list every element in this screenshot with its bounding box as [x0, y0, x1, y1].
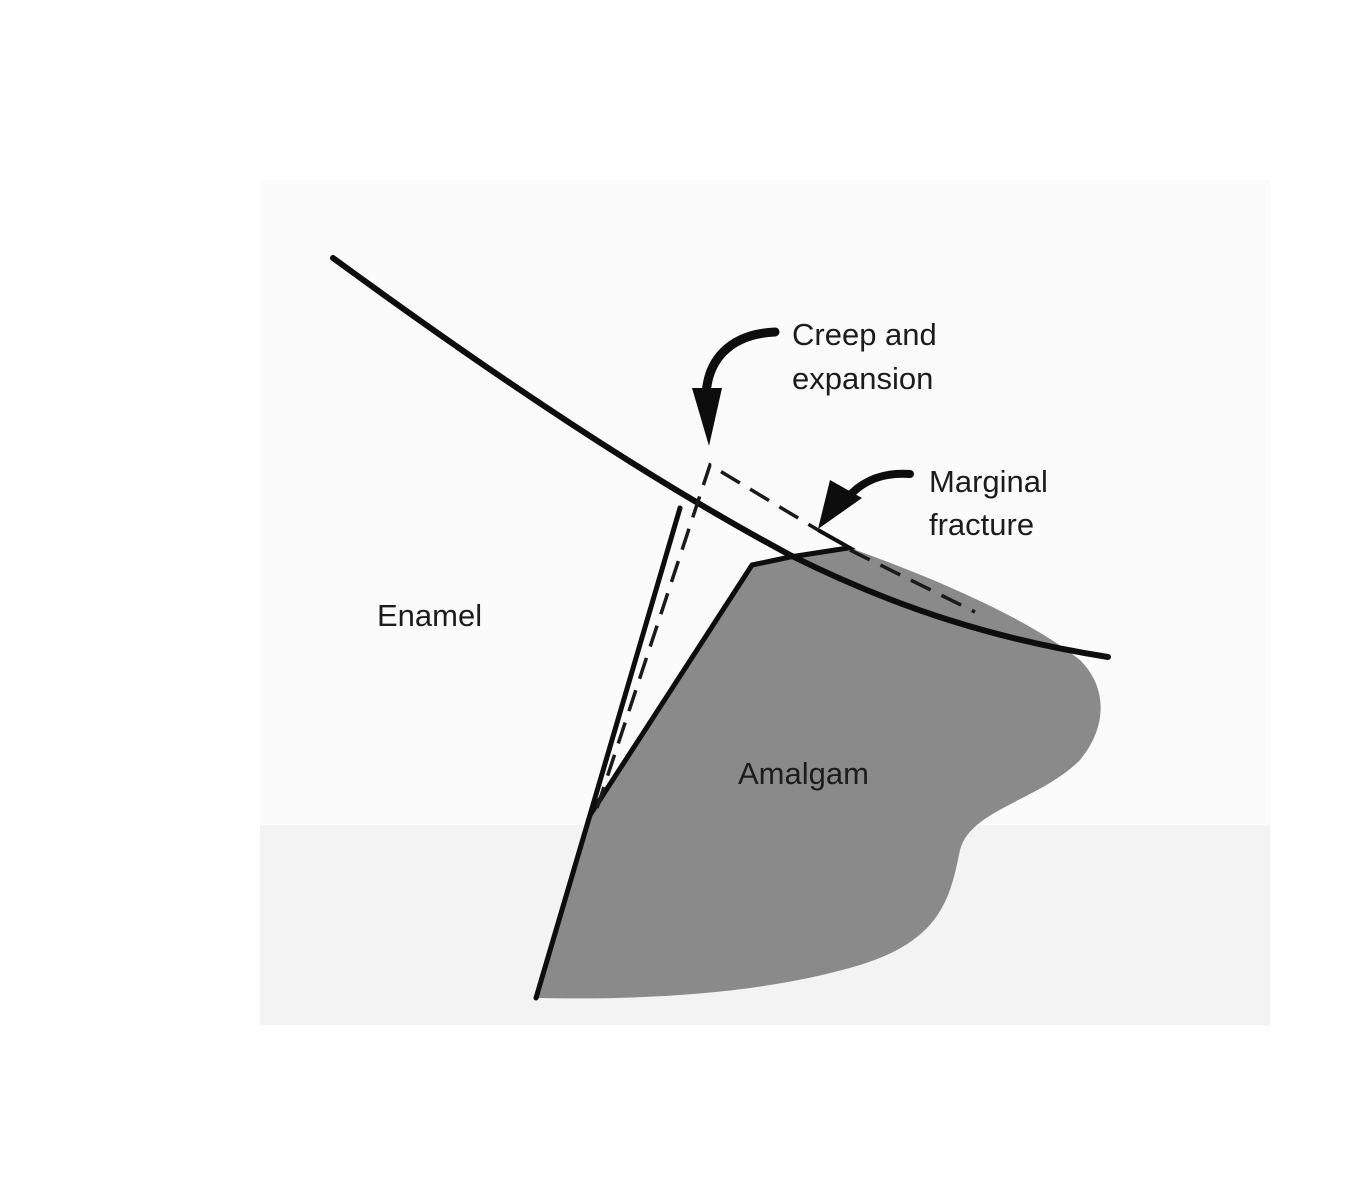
tooth-surface-curve	[330, 255, 1111, 660]
fracture-label-line1: Marginal	[929, 464, 1048, 499]
fracture-arrowhead-icon	[818, 480, 862, 529]
creep-arrowhead-icon	[692, 388, 722, 446]
fracture-label-line2: fracture	[929, 507, 1035, 542]
creep-label-line2: expansion	[792, 361, 934, 396]
creep-label-line1: Creep and	[792, 317, 937, 352]
creep-expansion-outline	[595, 462, 819, 809]
fracture-dashed-outline	[849, 548, 976, 614]
enamel-label: Enamel	[377, 598, 483, 633]
amalgam-region	[536, 548, 1101, 999]
marginal-fracture-ledge	[789, 528, 857, 559]
amalgam-label: Amalgam	[738, 756, 869, 791]
enamel-cavity-wall	[533, 505, 683, 1001]
